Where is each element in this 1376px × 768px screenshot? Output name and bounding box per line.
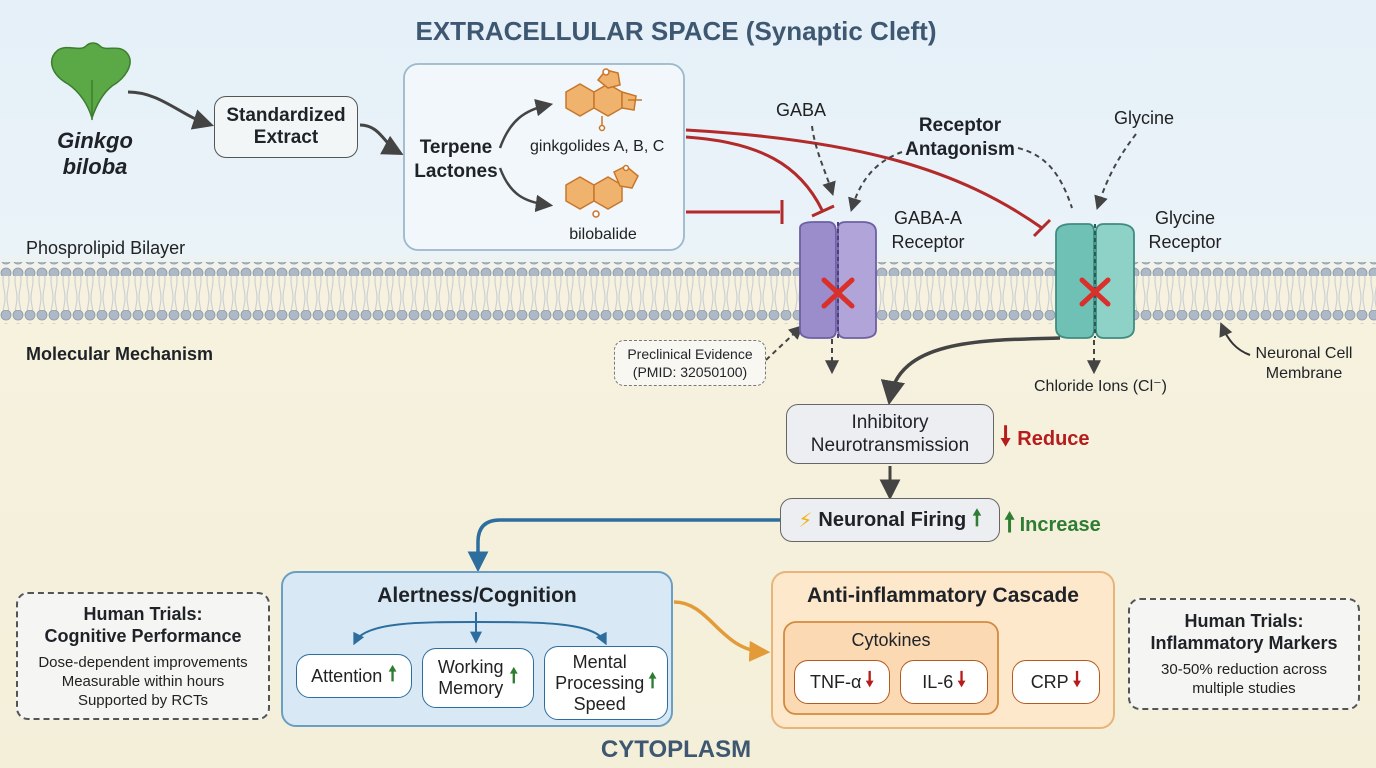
bilobalide-label: bilobalide	[569, 226, 637, 243]
chloride-ions-label: Chloride Ions (Cl⁻)	[1034, 378, 1167, 395]
preclinical-evidence-box: Preclinical Evidence (PMID: 32050100)	[614, 340, 766, 386]
cytokines-title: Cytokines	[851, 630, 931, 650]
up-arrow-icon: 🠕	[388, 663, 397, 685]
gaba-label: GABA	[776, 100, 827, 120]
inhibition-lines	[685, 128, 1052, 238]
up-arrow-icon: 🠕	[509, 665, 519, 687]
ginkgo-leaf-icon	[50, 42, 131, 121]
extracellular-title: EXTRACELLULAR SPACE (Synaptic Cleft)	[415, 16, 937, 46]
human-trials-inflammatory-box: Human Trials: Inflammatory Markers 30-50…	[1128, 598, 1360, 710]
standardized-extract-box: Standardized Extract	[214, 96, 358, 158]
up-arrow-icon: 🠕	[648, 670, 657, 692]
lightning-icon: ⚡	[798, 509, 813, 532]
gaba-a-receptor-label: GABA-A Receptor	[891, 208, 965, 252]
inflammation-title: Anti-inflammatory Cascade	[807, 584, 1079, 607]
up-arrow-icon: 🠕	[1004, 507, 1016, 537]
gaba-a-receptor-channel	[799, 221, 877, 339]
phospholipid-bilayer-label: Phosprolipid Bilayer	[26, 238, 186, 258]
glycine-receptor-label: Glycine Receptor	[1148, 208, 1222, 252]
glycine-label: Glycine	[1114, 108, 1175, 128]
up-arrow-icon: 🠕	[972, 505, 982, 530]
alertness-title: Alertness/Cognition	[377, 584, 577, 607]
crp-marker: CRP 🠗	[1012, 660, 1100, 704]
increase-indicator: 🠕 Increase	[1004, 507, 1101, 537]
down-arrow-icon: 🠗	[865, 669, 874, 691]
down-arrow-icon: 🠗	[1000, 421, 1012, 451]
molecular-mechanism-label: Molecular Mechanism	[26, 344, 214, 364]
tnf-alpha-marker: TNF-α 🠗	[794, 660, 890, 704]
bilobalide-structure-icon	[565, 164, 639, 218]
il-6-marker: IL-6 🠗	[900, 660, 988, 704]
ginkgo-biloba-label: Ginkgo biloba	[57, 128, 133, 179]
terpene-lactones-label: Terpene Lactones	[414, 137, 498, 182]
working-memory-item: Working Memory 🠕	[422, 648, 534, 708]
ginkgolide-structure-icon	[565, 68, 642, 132]
neuronal-membrane-label: Neuronal Cell Membrane	[1255, 345, 1353, 382]
glycine-receptor-channel	[1055, 223, 1135, 339]
neuronal-firing-box: ⚡ Neuronal Firing 🠕	[780, 498, 1000, 542]
lipid-bilayer	[0, 262, 1376, 324]
ginkgolides-label: ginkgolides A, B, C	[530, 138, 665, 155]
mental-processing-speed-item: Mental Processing Speed 🠕	[544, 646, 668, 720]
down-arrow-icon: 🠗	[1072, 669, 1082, 691]
reduce-indicator: 🠗 Reduce	[1000, 421, 1090, 451]
down-arrow-icon: 🠗	[957, 669, 966, 691]
inhibitory-neurotransmission-box: Inhibitory Neurotransmission	[786, 404, 994, 464]
receptor-antagonism-label: Receptor Antagonism	[905, 115, 1015, 160]
attention-item: Attention 🠕	[296, 654, 412, 698]
cytoplasm-title: CYTOPLASM	[600, 736, 752, 763]
human-trials-cognitive-box: Human Trials: Cognitive Performance Dose…	[16, 592, 270, 720]
